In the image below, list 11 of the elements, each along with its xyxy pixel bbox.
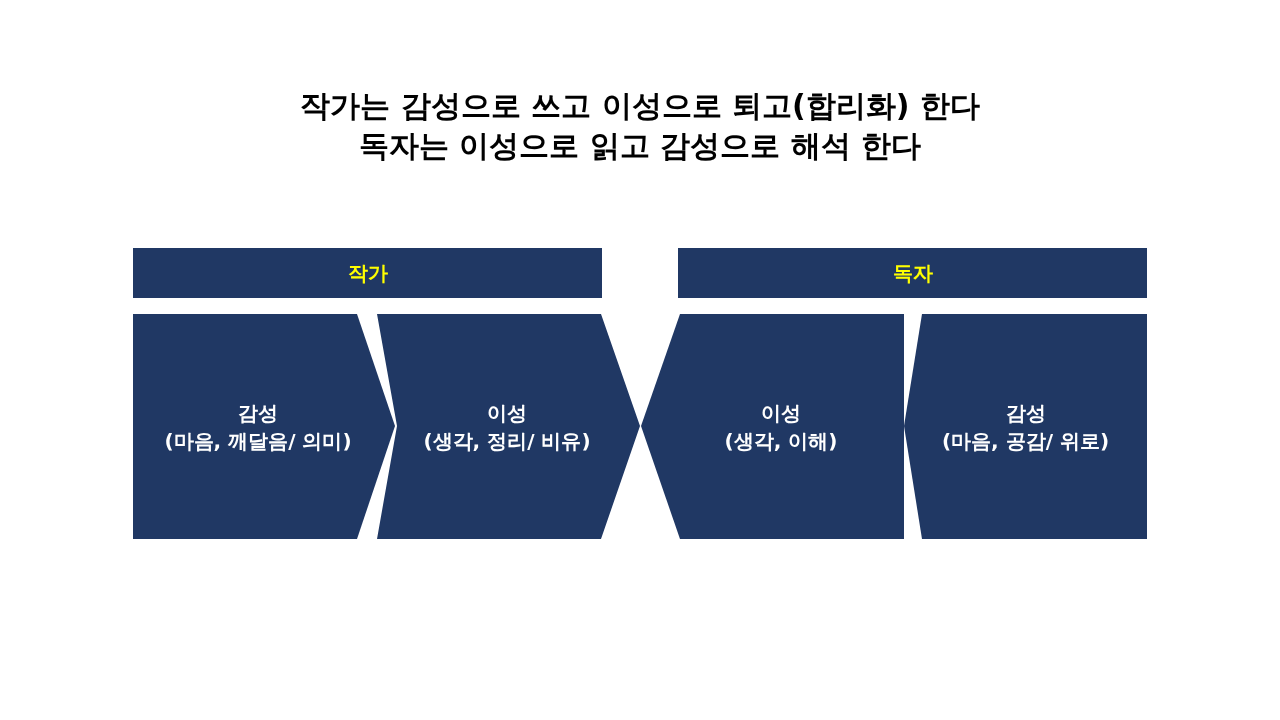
chevron-text: (생각, 이해): [723, 427, 839, 455]
header-bar: 독자: [678, 248, 1147, 298]
chevron-heading: 감성: [237, 399, 279, 427]
chevron-heading: 이성: [760, 399, 802, 427]
chevron-text: (마음, 깨달음/ 의미): [163, 427, 353, 455]
title-text: 작가는 감성으로 쓰고 이성으로 퇴고(합리화) 한다 독자는 이성으로 읽고 감성으로 해석 한다: [299, 87, 981, 165]
header-bar: 작가: [133, 248, 602, 298]
chevron-heading: 이성: [486, 399, 528, 427]
chevron-heading: 감성: [1004, 399, 1047, 427]
chevron-text: (마음, 공감/ 위로): [940, 427, 1111, 455]
chevron-text: (생각, 정리/ 비유): [422, 427, 592, 455]
